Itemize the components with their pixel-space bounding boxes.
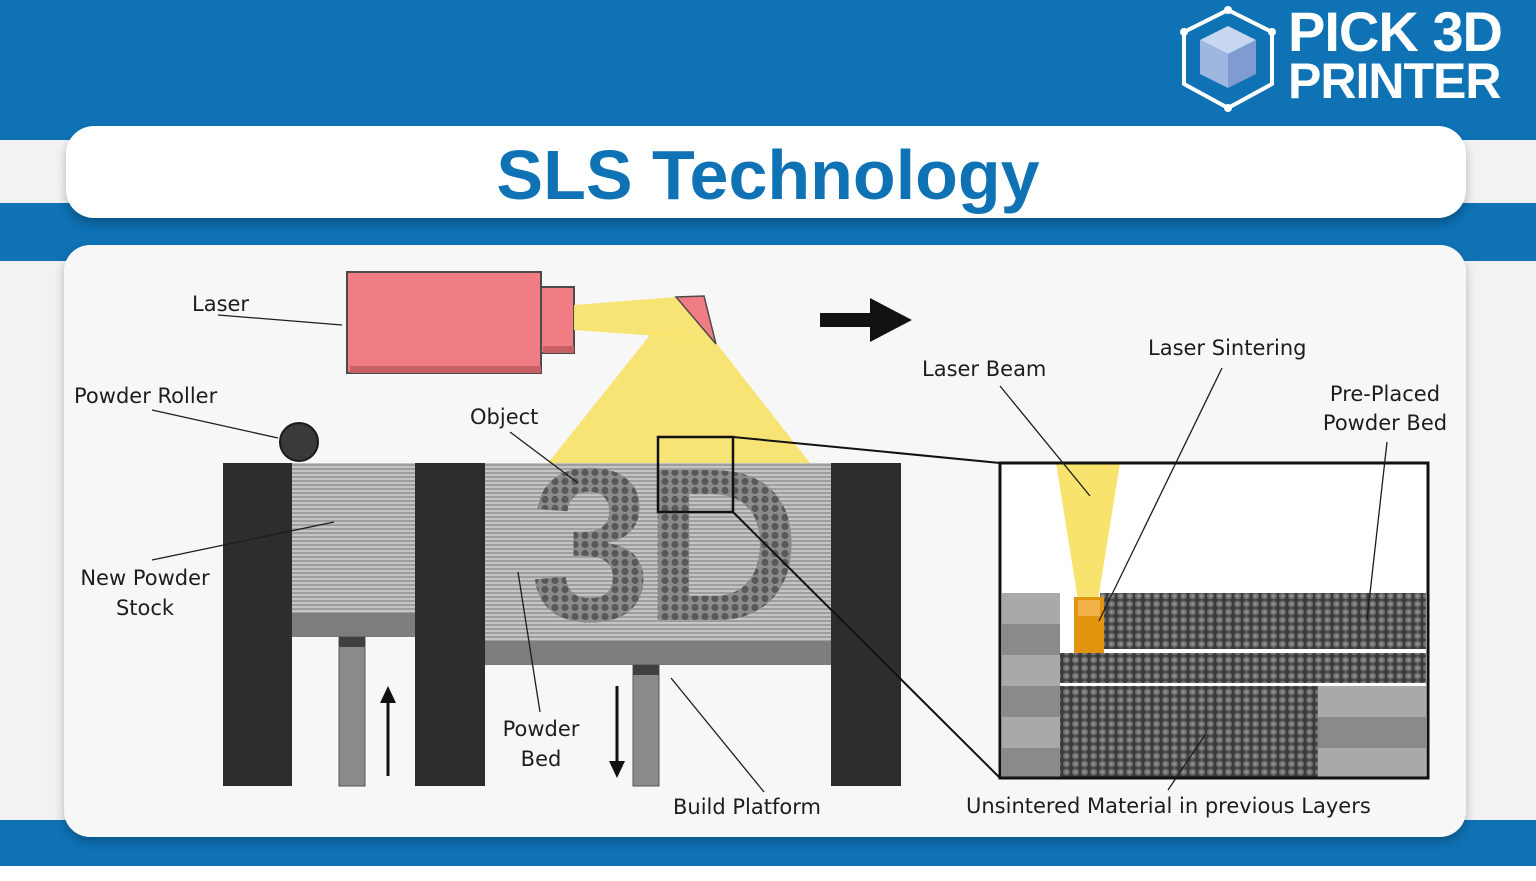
label-new-powder-line2: Stock bbox=[115, 596, 175, 620]
label-powder-bed-line2: Bed bbox=[520, 747, 562, 771]
header-band bbox=[0, 0, 1536, 140]
zoom-inset bbox=[1000, 463, 1428, 778]
new-powder-stock bbox=[292, 463, 415, 613]
brand-line-1[interactable]: PICK 3D bbox=[1288, 0, 1503, 63]
label-laser-sintering: Laser Sintering bbox=[1148, 336, 1307, 360]
down-arrow-icon bbox=[609, 686, 625, 778]
laser-device bbox=[346, 271, 575, 374]
page-title: SLS Technology bbox=[496, 136, 1040, 214]
title-card bbox=[66, 126, 1466, 218]
cube-icon bbox=[1180, 6, 1276, 112]
laser-beam-cone bbox=[548, 330, 810, 463]
right-arrow-icon bbox=[820, 298, 912, 342]
brand-line-2[interactable]: PRINTER bbox=[1288, 53, 1501, 109]
left-wall bbox=[223, 463, 292, 786]
label-unsintered: Unsintered Material in previous Layers bbox=[966, 794, 1371, 818]
label-pre-placed-line1: Pre-Placed bbox=[1329, 382, 1441, 406]
label-powder-bed-line1: Powder bbox=[502, 717, 580, 741]
feed-piston bbox=[338, 636, 366, 787]
object-3d: 3D bbox=[530, 424, 793, 667]
label-pre-placed-line2: Powder Bed bbox=[1322, 411, 1448, 435]
build-platform bbox=[485, 641, 831, 665]
label-laser-beam: Laser Beam bbox=[922, 357, 1047, 381]
center-wall bbox=[415, 463, 485, 786]
leader-lines bbox=[151, 314, 1388, 793]
label-object: Object bbox=[470, 405, 539, 429]
laser-beam bbox=[574, 297, 714, 340]
label-laser: Laser bbox=[192, 292, 250, 316]
feed-platform bbox=[292, 613, 415, 637]
zoom-source-box bbox=[656, 435, 735, 514]
footer-strip bbox=[0, 866, 1536, 881]
powder-roller bbox=[279, 422, 319, 462]
right-wall bbox=[831, 463, 901, 786]
label-build-platform: Build Platform bbox=[673, 795, 821, 819]
up-arrow-icon bbox=[380, 686, 396, 776]
mirror bbox=[674, 295, 717, 345]
label-powder-roller: Powder Roller bbox=[74, 384, 218, 408]
build-piston bbox=[632, 664, 660, 787]
label-new-powder-line1: New Powder bbox=[80, 566, 210, 590]
